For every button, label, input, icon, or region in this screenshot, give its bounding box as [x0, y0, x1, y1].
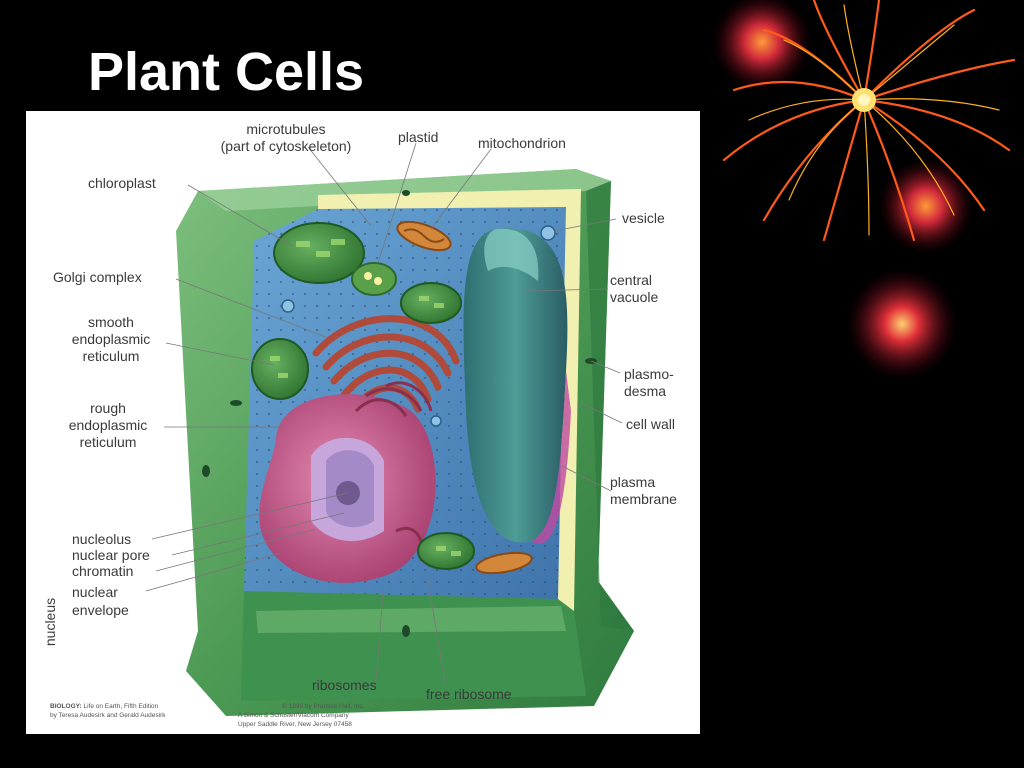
- leader-lines: [145, 142, 623, 690]
- label-free-ribosome: free ribosome: [426, 686, 512, 702]
- label-smooth-er-3: reticulum: [82, 348, 140, 364]
- label-nucleolus: nucleolus: [72, 531, 132, 547]
- label-plasmodesma-1: plasmo-: [624, 366, 674, 382]
- credit-book-bold: BIOLOGY:: [50, 703, 82, 710]
- firework-sparks: [722, 0, 1016, 242]
- central-vacuole: [463, 228, 571, 544]
- glow-orb: [712, 0, 812, 92]
- slide-title: Plant Cells: [88, 42, 365, 102]
- plant-cell-figure: microtubules (part of cytoskeleton) plas…: [26, 111, 700, 734]
- plant-cell-illustration: [145, 142, 634, 716]
- label-rough-er-2: endoplasmic: [68, 417, 148, 433]
- label-rough-er-3: reticulum: [79, 434, 137, 450]
- label-microtubules-2: (part of cytoskeleton): [220, 138, 352, 154]
- credit-authors: by Teresa Audesirk and Gerald Audesirk: [50, 712, 166, 719]
- credit-book: BIOLOGY: Life on Earth, Fifth Edition: [50, 703, 158, 711]
- firework-core-highlight: [858, 94, 870, 106]
- label-plasmodesma-2: desma: [624, 383, 667, 399]
- label-central-vacuole-2: vacuole: [610, 289, 659, 305]
- label-nuclear-pore: nuclear pore: [72, 547, 150, 563]
- label-cell-wall: cell wall: [626, 416, 676, 432]
- label-microtubules-1: microtubules: [246, 121, 326, 137]
- label-smooth-er-1: smooth: [88, 314, 134, 330]
- glow-orb: [846, 268, 958, 380]
- vesicles: [281, 225, 556, 427]
- label-rough-er-1: rough: [90, 400, 126, 416]
- label-nucleus: nucleus: [42, 597, 58, 647]
- credit-copyright-3: Upper Saddle River, New Jersey 07458: [238, 721, 352, 728]
- label-golgi: Golgi complex: [53, 269, 142, 285]
- label-central-vacuole-1: central: [610, 272, 653, 288]
- label-plasma-membrane-1: plasma: [610, 474, 656, 490]
- label-nuclear-envelope-1: nuclear: [72, 584, 118, 600]
- firework-decoration: [712, 0, 1016, 380]
- label-plasma-membrane-2: membrane: [610, 491, 677, 507]
- label-nuclear-envelope-2: envelope: [72, 602, 129, 618]
- credit-book-rest: Life on Earth, Fifth Edition: [83, 703, 159, 710]
- glow-orb: [878, 158, 974, 254]
- label-vesicle: vesicle: [622, 210, 665, 226]
- nucleus: [259, 381, 436, 583]
- label-ribosomes: ribosomes: [312, 677, 377, 693]
- mitochondria: [396, 220, 533, 575]
- plastid: [351, 262, 397, 296]
- label-chloroplast: chloroplast: [88, 175, 156, 191]
- chloroplasts: [251, 222, 475, 570]
- golgi-complex: [312, 315, 460, 413]
- label-plastid: plastid: [398, 129, 439, 145]
- label-nucleus-wrap: nucleus: [42, 587, 58, 657]
- label-smooth-er-2: endoplasmic: [71, 331, 151, 347]
- label-mitochondrion: mitochondrion: [478, 135, 566, 151]
- label-chromatin: chromatin: [72, 563, 134, 579]
- credit-copyright-2: A Simon & Schuster/Viacom Company: [238, 712, 349, 719]
- credit-copyright-1: © 1999 by Prentice Hall, Inc.: [282, 703, 365, 710]
